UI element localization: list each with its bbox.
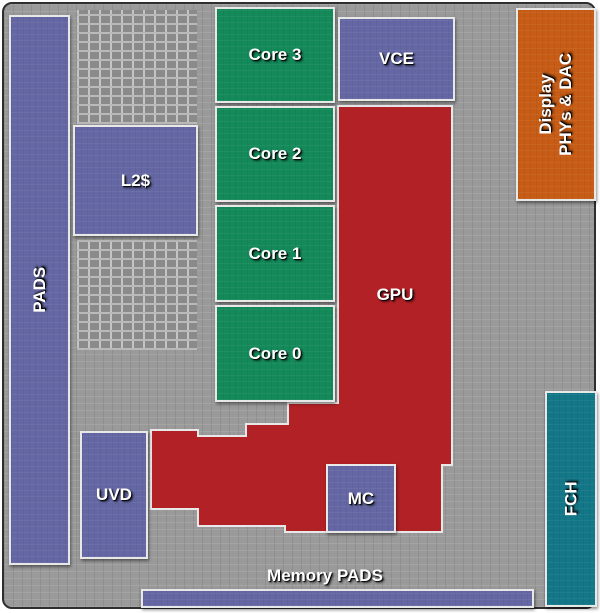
l2-cache-block[interactable]: L2$ [73,125,198,236]
display-label-line2: PHYs & DAC [556,53,575,156]
memory-pads-label: Memory PADS [267,566,383,585]
pads-label: PADS [29,267,49,313]
display-label: Display PHYs & DAC [536,53,577,156]
gpu-block[interactable] [150,105,453,533]
cache-array-texture-bottom [77,240,197,350]
cache-array-texture-top [77,10,197,124]
core2-block[interactable]: Core 2 [215,106,335,202]
display-label-line1: Display [535,74,555,135]
core1-block[interactable]: Core 1 [215,205,335,302]
fch-block[interactable]: FCH [545,391,597,607]
core3-label: Core 3 [248,45,302,65]
memory-pads-block[interactable] [141,589,534,608]
core3-block[interactable]: Core 3 [215,7,335,103]
display-phys-dac-block[interactable]: Display PHYs & DAC [516,8,596,201]
core0-block[interactable]: Core 0 [215,305,335,402]
mc-block[interactable]: MC [326,464,396,533]
gpu-label: GPU [376,285,414,304]
uvd-label: UVD [96,485,132,505]
core2-label: Core 2 [248,144,302,164]
uvd-block[interactable]: UVD [80,431,148,559]
l2-cache-label: L2$ [120,170,151,190]
fch-label: FCH [561,481,581,517]
core0-label: Core 0 [248,343,302,363]
vce-block[interactable]: VCE [338,17,455,101]
core1-label: Core 1 [248,243,302,263]
mc-label: MC [347,488,375,508]
vce-label: VCE [379,49,414,69]
pads-block[interactable]: PADS [9,15,70,565]
